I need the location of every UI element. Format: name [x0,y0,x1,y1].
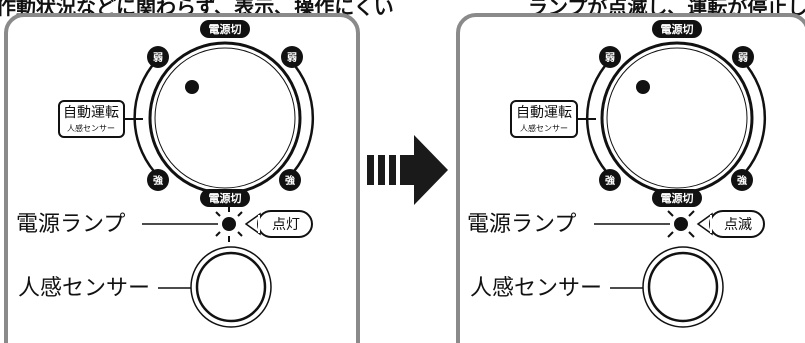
left-auto-mode-label: 自動運転 [63,105,119,121]
left-callout-label: 点灯 [272,217,300,233]
left-strong-right-dot [279,169,301,191]
left-power-off-top-label: 電源切 [209,22,242,36]
right-callout-label: 点滅 [724,217,752,233]
right-dial-knob-inner-ring [606,47,748,189]
left-dial-arc-right [287,59,315,179]
left-strong-left-dot [147,169,169,191]
right-dial-arc-right [739,59,767,179]
left-dial-knob-inner-ring [154,47,296,189]
right-power-off-top-label: 電源切 [661,22,694,36]
right-power-off-bottom-pill [652,189,702,207]
left-panel: 電源切 弱 弱 強 強 電源切 自動運転 人感センサー 電源ランプ [4,13,360,343]
right-panel: 電源切 弱 弱 強 強 電源切 自動運転 人感センサー 電源ランプ 点滅 人感セ… [456,13,805,343]
left-auto-mode-box [58,100,125,138]
right-power-off-bottom-label: 電源切 [661,191,694,205]
right-strong-right-label: 強 [737,174,747,187]
left-dial-knob[interactable] [148,41,302,195]
right-auto-mode-sublabel: 人感センサー [520,123,568,133]
right-weak-right-label: 弱 [738,52,748,64]
right-weak-left-dot [599,46,621,68]
left-power-off-top-pill [200,20,250,38]
right-weak-left-label: 弱 [605,52,615,64]
left-power-off-bottom-pill [200,189,250,207]
left-weak-right-dot [281,46,303,68]
right-auto-mode-box [510,100,578,138]
right-power-lamp-blink-icon [667,210,695,238]
right-dial-knob[interactable] [600,41,754,195]
right-strong-left-label: 強 [605,174,615,187]
right-power-off-top-pill [652,20,702,38]
left-human-sensor-label: 人感センサー [18,276,150,301]
left-weak-right-label: 弱 [287,52,297,64]
left-strong-right-label: 強 [285,174,295,187]
left-weak-left-label: 弱 [153,52,163,64]
left-auto-mode-sublabel: 人感センサー [67,123,115,133]
right-human-sensor-label: 人感センサー [470,276,602,301]
right-strong-left-dot [599,169,621,191]
transition-arrow [367,135,448,205]
left-power-off-bottom-label: 電源切 [209,191,242,205]
left-strong-left-label: 強 [153,174,163,187]
right-strong-right-dot [731,169,753,191]
right-sensor-window [647,251,719,323]
left-power-lamp-label: 電源ランプ [16,212,125,237]
left-weak-left-dot [147,46,169,68]
left-sensor-window [195,251,267,323]
right-weak-right-dot [732,46,754,68]
right-power-lamp-label: 電源ランプ [467,212,576,237]
left-dial-indicator-dot [185,80,199,94]
left-power-lamp-lit-icon [215,206,243,242]
right-auto-mode-label: 自動運転 [516,105,572,121]
right-dial-indicator-dot [636,80,650,94]
